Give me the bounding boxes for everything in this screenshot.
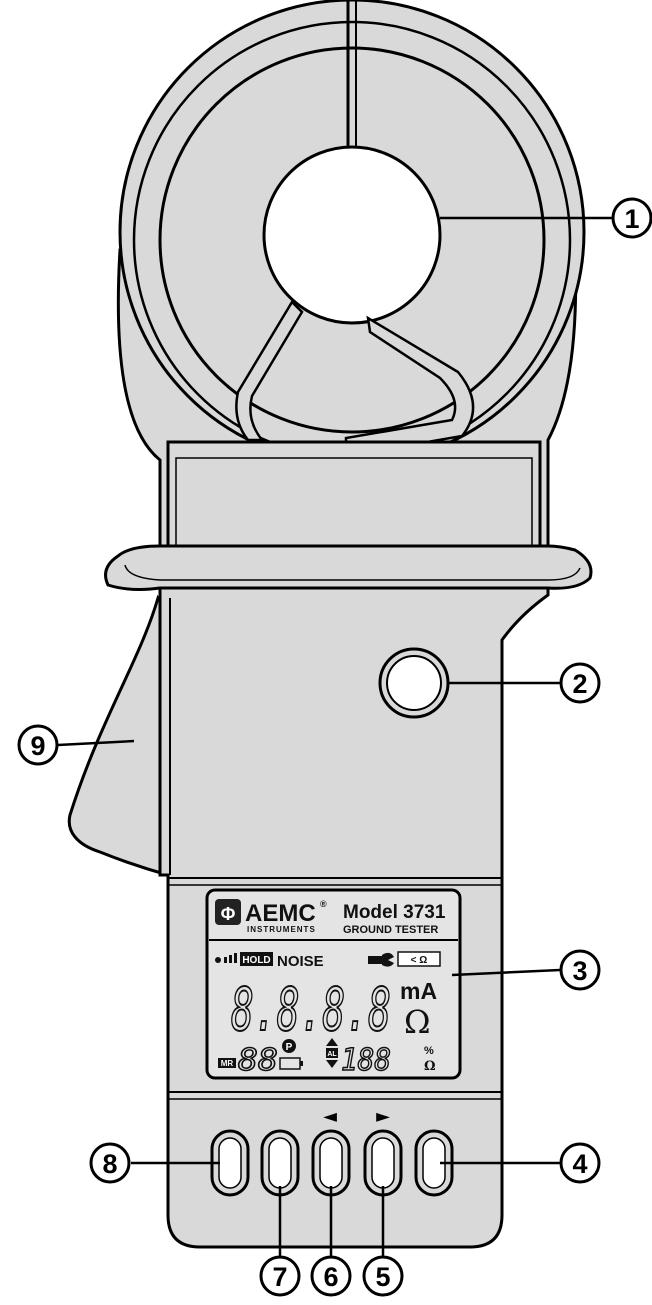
brand-registered: ®: [320, 899, 327, 909]
clamp-trigger[interactable]: [67, 594, 170, 877]
button-6-left[interactable]: [311, 1129, 351, 1197]
callout-4: 4: [559, 1142, 601, 1184]
callout-3: 3: [559, 949, 601, 991]
left-arrow-icon: ◄: [323, 1106, 337, 1127]
product-name: GROUND TESTER: [343, 924, 438, 936]
compare-box: [397, 951, 441, 967]
right-arrow-icon: ►: [376, 1106, 390, 1127]
svg-text:AL: AL: [327, 1051, 337, 1058]
callout-5: 5: [362, 1255, 404, 1297]
svg-text:P: P: [286, 1042, 293, 1053]
clamp-open-icon: [368, 952, 394, 967]
brand-name: AEMC: [245, 900, 316, 927]
test-button[interactable]: [386, 655, 442, 711]
hold-label: HOLD: [242, 955, 270, 966]
svg-text:8: 8: [102, 1149, 117, 1179]
svg-text:3: 3: [572, 956, 587, 986]
svg-text:6: 6: [323, 1262, 338, 1292]
svg-text:1: 1: [624, 204, 639, 234]
aemc-logo: Φ: [215, 899, 241, 925]
compare-label: < Ω: [411, 955, 428, 966]
svg-text:Φ: Φ: [221, 904, 236, 924]
button-8[interactable]: [210, 1129, 250, 1197]
conductor-circle: [262, 145, 442, 325]
callout-7: 7: [259, 1255, 301, 1297]
signal-strength-icon: [215, 953, 237, 963]
mr-label: MR: [221, 1059, 234, 1068]
callout-9: 9: [17, 724, 59, 766]
pre-alarm-icon: P: [282, 1039, 296, 1053]
lcd-panel: [205, 888, 462, 1080]
svg-text:9: 9: [30, 731, 45, 761]
button-7[interactable]: [260, 1129, 300, 1197]
alarm-icon: AL: [326, 1038, 338, 1068]
main-digits: 8.8.8.8: [231, 975, 391, 1045]
alarm-digits: 188: [341, 1043, 391, 1078]
head-face: [166, 440, 542, 556]
leader-3: [451, 968, 561, 977]
battery-icon: [279, 1057, 303, 1070]
noise-label: NOISE: [277, 953, 324, 970]
callout-1: 1: [611, 197, 652, 239]
svg-text:5: 5: [375, 1262, 390, 1292]
small-ohm-label: Ω: [424, 1059, 436, 1074]
svg-text:2: 2: [572, 669, 587, 699]
brand-subtitle: INSTRUMENTS: [247, 925, 316, 934]
model-number: Model 3731: [343, 902, 446, 923]
button-5-right[interactable]: [363, 1129, 403, 1197]
svg-text:4: 4: [572, 1149, 587, 1179]
mr-badge: [218, 1058, 236, 1068]
percent-label: %: [424, 1045, 434, 1057]
guard-collar-inner: [124, 564, 581, 581]
callout-8: 8: [89, 1142, 131, 1184]
callout-2: 2: [559, 662, 601, 704]
callout-6: 6: [310, 1255, 352, 1297]
jaw-strut-left: [235, 299, 304, 442]
unit-ma: mA: [400, 978, 437, 1004]
leader-9: [57, 739, 135, 747]
hold-badge: [240, 952, 273, 966]
unit-ohm: Ω: [404, 1003, 431, 1041]
svg-text:7: 7: [272, 1262, 287, 1292]
memory-digits: 88: [238, 1043, 278, 1078]
guard-collar: [104, 544, 593, 591]
